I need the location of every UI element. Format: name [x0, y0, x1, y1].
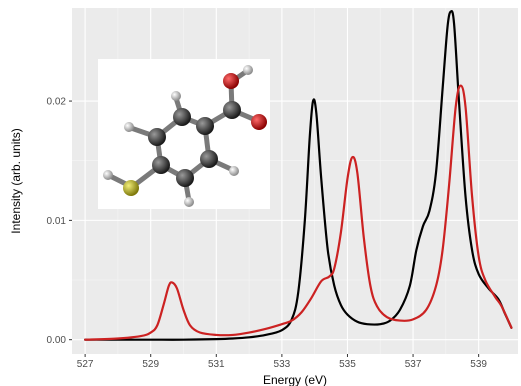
x-tick-label: 527	[77, 359, 94, 370]
y-axis-title: Intensity (arb. units)	[9, 128, 23, 233]
y-axis-ticks: 0.00 0.01 0.02	[47, 97, 72, 346]
hydrogen-atom	[184, 197, 194, 207]
carbon-atom	[148, 128, 166, 146]
carbon-atom	[200, 150, 218, 168]
y-tick-label: 0.02	[47, 97, 67, 108]
carbon-atom	[173, 108, 191, 126]
hydrogen-atom	[229, 166, 239, 176]
oxygen-atom	[223, 73, 239, 89]
y-tick-label: 0.01	[47, 216, 67, 227]
carbon-atom	[152, 156, 170, 174]
y-tick-label: 0.00	[47, 335, 67, 346]
series-line-2	[84, 84, 513, 341]
oxygen-atom	[251, 114, 267, 130]
hydrogen-atom	[243, 65, 253, 75]
x-tick-label: 533	[274, 359, 291, 370]
x-tick-label: 531	[208, 359, 225, 370]
x-tick-label: 529	[142, 359, 159, 370]
x-axis-title: Energy (eV)	[263, 373, 327, 386]
molecule-inset	[98, 59, 270, 209]
hydrogen-atom	[124, 122, 134, 132]
carbon-atom	[176, 169, 194, 187]
x-tick-label: 535	[339, 359, 356, 370]
hydrogen-atom	[103, 170, 113, 180]
series-layer	[84, 9, 513, 341]
hydrogen-atom	[171, 91, 181, 101]
x-axis-ticks: 527 529 531 533 535 537 539	[77, 354, 487, 370]
sulfur-atom	[123, 180, 139, 196]
x-tick-label: 539	[470, 359, 487, 370]
molecule-atoms	[103, 65, 267, 207]
carbon-atom	[196, 117, 214, 135]
carbon-atom	[223, 101, 241, 119]
x-tick-label: 537	[405, 359, 422, 370]
series-line-1	[84, 9, 513, 341]
